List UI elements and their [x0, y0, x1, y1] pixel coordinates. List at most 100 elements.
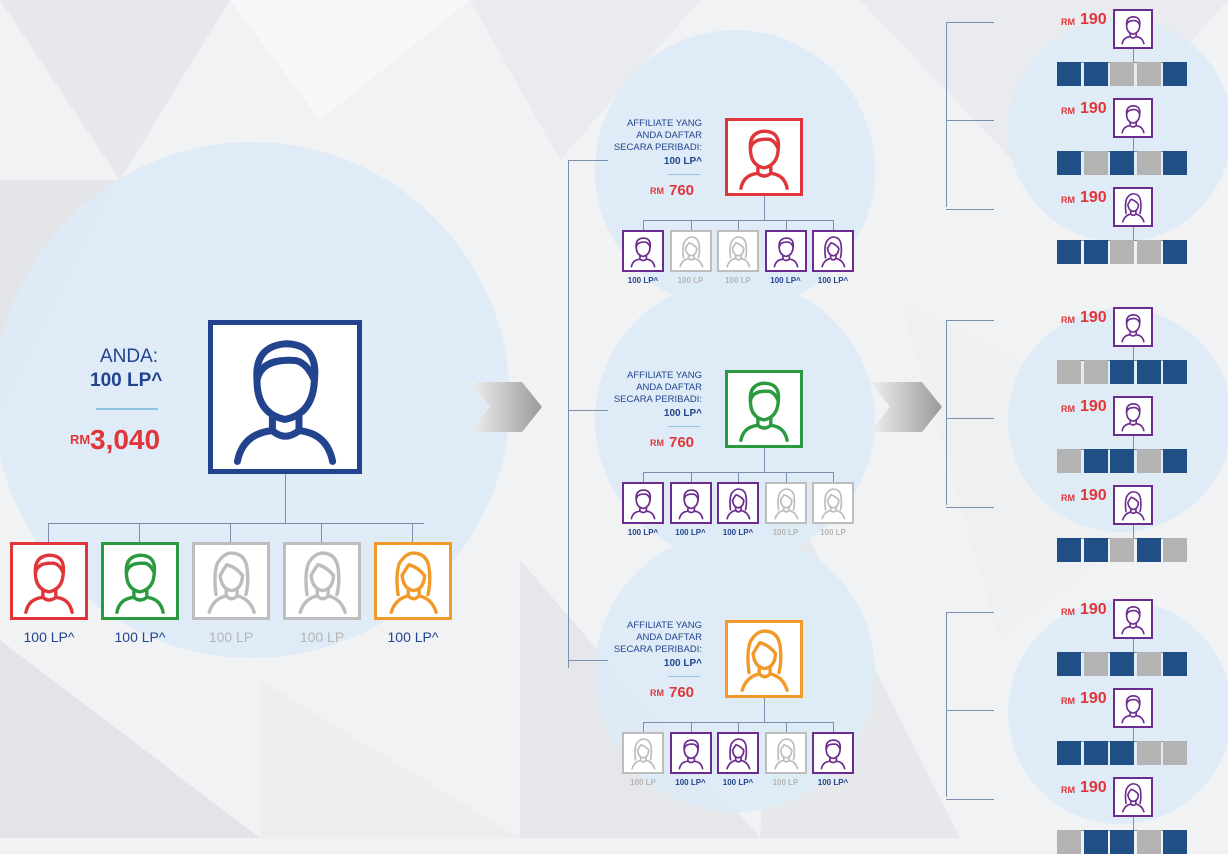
- group-avatar: [1113, 187, 1153, 227]
- sub-recruit-lp: 100 LP: [725, 276, 751, 285]
- group-drop-line: [1133, 639, 1134, 653]
- female-avatar-icon: [1121, 193, 1145, 223]
- leaf-square: [1110, 62, 1134, 86]
- group-branch-line: [946, 612, 994, 613]
- currency-label: RM: [650, 438, 664, 448]
- recruit-avatar: [374, 542, 452, 620]
- sub-drop-line: [643, 472, 644, 482]
- male-avatar-icon: [24, 553, 74, 614]
- affiliate-trunk-line: [764, 448, 765, 472]
- leaf-square: [1163, 538, 1187, 562]
- affiliate-earnings: 760: [669, 434, 695, 451]
- leaf-square: [1110, 449, 1134, 473]
- affiliate-text: ANDA DAFTAR: [636, 382, 702, 393]
- sub-drop-line: [785, 722, 787, 732]
- sub-drop-line: [833, 220, 834, 230]
- group-avatar: [1113, 9, 1153, 49]
- sub-recruit-avatar: [812, 230, 854, 272]
- leaf-square: [1136, 360, 1161, 384]
- you-earnings: 3,040: [90, 424, 161, 455]
- affiliate-avatar: [725, 370, 803, 448]
- sub-drop-line: [690, 472, 692, 482]
- sub-recruit-lp: 100 LP^: [817, 778, 849, 787]
- leaf-square: [1136, 151, 1161, 175]
- sub-recruit-lp: 100 LP: [820, 528, 846, 537]
- affiliate-branch-line: [568, 660, 608, 661]
- affiliate-trunk-line: [764, 698, 765, 722]
- male-avatar-icon: [739, 381, 789, 442]
- group-earnings: 190: [1080, 189, 1107, 206]
- leaf-square: [1057, 741, 1081, 765]
- leaf-square: [1110, 741, 1134, 765]
- affiliate-branch-line: [568, 160, 608, 161]
- sub-recruit-avatar: [812, 482, 854, 524]
- leaf-square: [1083, 62, 1108, 86]
- group-branch-line: [946, 320, 994, 321]
- currency-label: RM: [650, 186, 664, 196]
- sub-drop-line: [643, 722, 644, 732]
- leaf-square: [1057, 240, 1081, 264]
- currency-label: RM: [1061, 17, 1075, 27]
- recruit-avatar: [283, 542, 361, 620]
- leaf-square: [1110, 240, 1134, 264]
- group-drop-line: [1133, 227, 1134, 241]
- leaf-square: [1057, 151, 1081, 175]
- group-drop-line: [1133, 49, 1134, 63]
- sub-recruit-avatar: [812, 732, 854, 774]
- currency-label: RM: [1061, 493, 1075, 503]
- group-avatar: [1113, 485, 1153, 525]
- sub-recruit-lp: 100 LP^: [722, 778, 754, 787]
- affiliate-avatar: [725, 620, 803, 698]
- group-drop-line: [1133, 347, 1134, 361]
- male-avatar-icon: [1121, 314, 1145, 343]
- male-avatar-icon: [678, 739, 703, 770]
- leaf-square: [1110, 538, 1134, 562]
- leaf-square: [1136, 449, 1161, 473]
- male-avatar-icon: [739, 129, 789, 190]
- group-earnings: 190: [1080, 487, 1107, 504]
- you-trunk-line: [285, 474, 286, 524]
- sub-recruit-lp: 100 LP^: [627, 528, 659, 537]
- leaf-square: [1136, 830, 1161, 854]
- arrow-right-icon: [870, 382, 942, 437]
- affiliate-avatar: [725, 118, 803, 196]
- sub-drop-line: [690, 220, 692, 230]
- currency-label: RM: [1061, 785, 1075, 795]
- leaf-square: [1163, 830, 1187, 854]
- leaf-square: [1163, 652, 1187, 676]
- leaf-square: [1136, 62, 1161, 86]
- sub-drop-line: [833, 472, 834, 482]
- group-branch-line: [946, 507, 994, 508]
- affiliate-text: ANDA DAFTAR: [636, 130, 702, 141]
- group-branch-line: [946, 120, 994, 121]
- leaf-square: [1110, 360, 1134, 384]
- sub-recruit-lp: 100 LP: [772, 528, 799, 537]
- currency-label: RM: [1061, 696, 1075, 706]
- female-avatar-icon: [207, 551, 256, 614]
- currency-label: RM: [70, 432, 91, 447]
- sub-drop-line: [738, 722, 739, 732]
- leaf-square: [1136, 240, 1161, 264]
- group-branch-line: [946, 710, 994, 711]
- sub-recruit-avatar: [764, 732, 807, 774]
- currency-label: RM: [1061, 404, 1075, 414]
- group-branch-line: [946, 799, 994, 800]
- leaf-square: [1163, 62, 1187, 86]
- group-avatar: [1113, 599, 1153, 639]
- female-avatar-icon: [821, 488, 846, 520]
- sub-recruit-avatar: [717, 230, 759, 272]
- currency-label: RM: [1061, 607, 1075, 617]
- affiliate-earnings: 760: [669, 182, 695, 199]
- sub-drop-line: [738, 472, 739, 482]
- recruit-lp: 100 LP^: [23, 629, 75, 645]
- sub-drop-line: [643, 220, 644, 230]
- affiliate-lp: 100 LP^: [663, 156, 702, 167]
- recruit-lp: 100 LP^: [114, 629, 166, 645]
- male-avatar-icon: [630, 489, 656, 520]
- sub-recruit-avatar: [669, 230, 712, 272]
- sub-recruit-lp: 100 LP^: [722, 528, 754, 537]
- group-bracket-line: [946, 612, 947, 797]
- sub-recruit-avatar: [622, 732, 664, 774]
- male-avatar-icon: [773, 237, 798, 268]
- leaf-square: [1083, 652, 1108, 676]
